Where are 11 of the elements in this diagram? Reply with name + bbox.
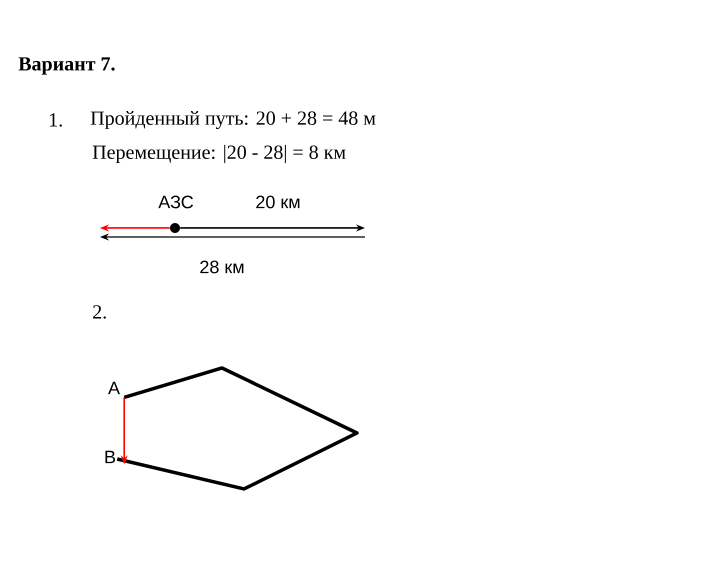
distance-label: 28 км	[200, 260, 244, 274]
edge-label: 20 км	[256, 196, 300, 208]
text-line: 1.	[50, 113, 62, 127]
text-line: 2.	[93, 305, 106, 319]
route-path	[116, 366, 359, 491]
point-label: B	[105, 450, 116, 464]
point-label: АЗС	[158, 196, 194, 208]
heading: Вариант 7.	[18, 57, 115, 75]
text-line: Пройденный путь: 20 + 28 = 48 м	[90, 110, 376, 129]
point-label: A	[108, 382, 120, 394]
text-line: Перемещение: |20 - 28| = 8 км	[92, 144, 346, 164]
